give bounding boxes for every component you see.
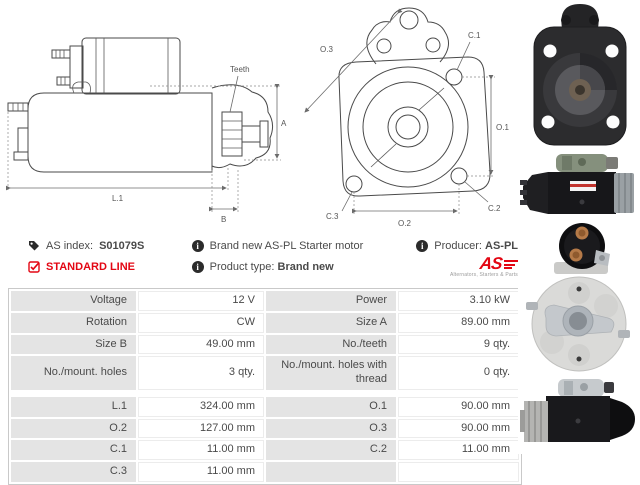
product-photo-column [518,0,640,454]
spec-value: 49.00 mm [138,334,264,355]
info-icon: i [191,240,204,252]
spec-label: L.1 [11,396,136,417]
dim-label-a: A [281,119,287,128]
spec-value [398,462,519,482]
spec-label: No./mount. holes with thread [266,356,396,390]
dim-label-b: B [221,215,226,224]
product-type-line: i Product type: Brand new [191,261,418,273]
spec-table: Voltage 12 V Power 3.10 kW Rotation CW S… [8,288,522,485]
dim-label-c2: C.2 [488,204,501,213]
spec-label: Size A [266,312,396,333]
product-description: Brand new AS-PL Starter motor [209,240,364,252]
table-row: C.1 11.00 mm C.2 11.00 mm [11,440,519,460]
spec-label: C.1 [11,440,136,460]
product-description-line: i Brand new AS-PL Starter motor [191,240,418,252]
product-type-label: Product type: [209,261,275,273]
spec-value: 90.00 mm [398,418,519,439]
info-icon: i [191,261,204,273]
spec-value: CW [138,312,264,333]
spec-value: 11.00 mm [138,462,264,482]
table-row: Rotation CW Size A 89.00 mm [11,312,519,333]
standard-line-badge: STANDARD LINE [28,261,192,273]
standard-line-label: STANDARD LINE [46,261,136,273]
dim-label-teeth: Teeth [230,65,250,74]
product-info-row: AS index: S01079S STANDARD LINE i Brand … [0,230,518,288]
product-photo-front-flange [518,0,640,150]
table-row: Voltage 12 V Power 3.10 kW [11,291,519,311]
info-icon: i [416,240,429,252]
spec-label: Voltage [11,291,136,311]
dim-label-o1: O.1 [496,123,509,132]
spec-label: Size B [11,334,136,355]
product-photo-solenoid-cap [518,222,640,274]
technical-drawing-front-view: O.3 C.1 O.1 C.2 C.3 O.2 [304,7,509,228]
dim-label-l1: L.1 [112,194,124,203]
spec-value: 0 qty. [398,356,519,390]
spec-label: O.2 [11,418,136,439]
logo-as-text: AS [479,254,504,273]
spec-label: No./teeth [266,334,396,355]
technical-drawing-side-view: Teeth A L.1 B [6,37,287,224]
spec-label: C.2 [266,440,396,460]
dim-label-c3: C.3 [326,212,339,221]
as-index-value: S01079S [99,240,145,252]
table-row: O.2 127.00 mm O.3 90.00 mm [11,418,519,439]
tag-icon [28,240,40,252]
table-row: Size B 49.00 mm No./teeth 9 qty. [11,334,519,355]
product-type-value: Brand new [277,261,334,273]
spec-value: 11.00 mm [398,440,519,460]
table-row: L.1 324.00 mm O.1 90.00 mm [11,396,519,417]
table-row: C.3 11.00 mm [11,462,519,482]
producer-line: i Producer: AS-PL [416,240,518,252]
spec-value: 3.10 kW [398,291,519,311]
spec-label: Rotation [11,312,136,333]
spec-label: O.1 [266,396,396,417]
dim-label-o3: O.3 [320,45,333,54]
spec-value: 9 qty. [398,334,519,355]
producer-label: Producer: [434,240,482,252]
spec-label: O.3 [266,418,396,439]
dim-label-c1: C.1 [468,31,481,40]
logo-subtext: Alternators, Starters & Parts [449,272,518,278]
dim-label-o2: O.2 [398,219,411,228]
spec-value: 127.00 mm [138,418,264,439]
aspl-brand-logo: AS Alternators, Starters & Parts [449,254,518,278]
checkbox-checked-icon [28,261,40,273]
table-row: No./mount. holes 3 qty. No./mount. holes… [11,356,519,390]
as-index-line: AS index: S01079S [28,240,192,252]
product-photo-rear-bracket [518,274,640,374]
spec-value: 3 qty. [138,356,264,390]
spec-label: Power [266,291,396,311]
logo-stripes [504,260,518,269]
spec-label: No./mount. holes [11,356,136,390]
main-content: Teeth A L.1 B [0,0,522,485]
producer-value: AS-PL [485,240,518,252]
spec-value: 90.00 mm [398,396,519,417]
technical-drawings: Teeth A L.1 B [0,0,518,230]
spec-label [266,462,396,482]
spec-value: 324.00 mm [138,396,264,417]
as-index-label: AS index: [46,240,94,252]
spec-value: 89.00 mm [398,312,519,333]
product-photo-side-view [518,150,640,222]
table-section-gap [11,392,519,395]
spec-label: C.3 [11,462,136,482]
spec-value: 11.00 mm [138,440,264,460]
product-photo-side-view-2 [518,374,640,454]
spec-value: 12 V [138,291,264,311]
